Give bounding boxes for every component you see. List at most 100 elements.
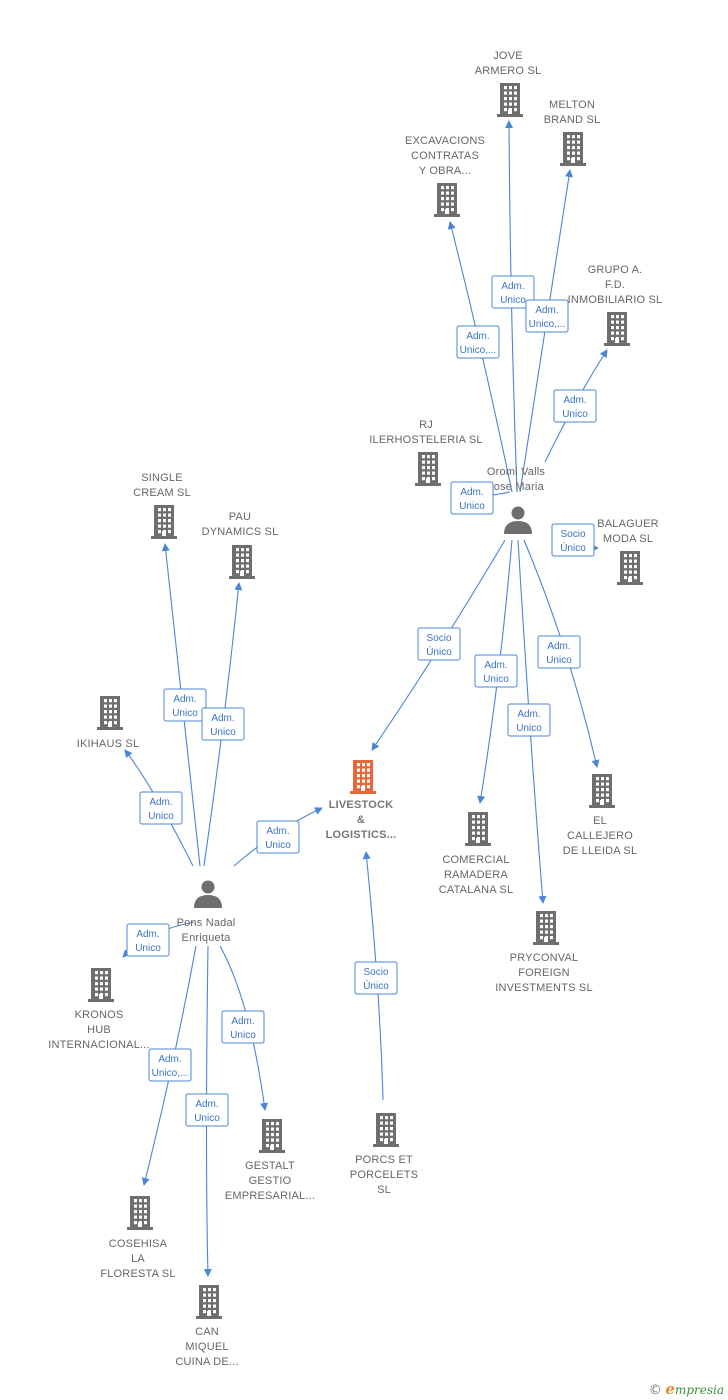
node-label: Enriqueta (182, 932, 232, 944)
edge-label-line: Unico,... (460, 345, 497, 356)
edge-pons-to-canmiquel (203, 945, 212, 1277)
node-label: CAN (195, 1326, 219, 1338)
building-icon (196, 1285, 222, 1319)
node-label: COMERCIAL (442, 854, 509, 866)
building-icon (97, 696, 123, 730)
edge-label[interactable]: Adm.Unico (491, 275, 535, 309)
node-label: SL (377, 1184, 391, 1196)
edge-label-line: Unico (230, 1030, 256, 1041)
building-icon (151, 505, 177, 539)
node-label: LA (131, 1253, 145, 1265)
edge-label-line: Unico (194, 1113, 220, 1124)
edge-label-line: Adm. (195, 1099, 218, 1110)
edge-label-line: Unico (546, 655, 572, 666)
node-label: HUB (87, 1024, 111, 1036)
edge-label-line: Adm. (547, 641, 570, 652)
edge-label-line: Unico (210, 727, 236, 738)
edge-label[interactable]: Adm. Unico,... (525, 299, 569, 333)
node-label: FLORESTA SL (100, 1268, 175, 1280)
edge-label-line: Único (363, 979, 389, 992)
edge-label-line: Unico (500, 295, 526, 306)
node-label: BALAGUER (597, 518, 659, 530)
node-label: IKIHAUS SL (77, 738, 140, 750)
node-label: INTERNACIONAL... (48, 1039, 150, 1051)
building-icon (229, 545, 255, 579)
edge-label-line: Adm. (563, 395, 586, 406)
node-label: DE LLEIDA SL (563, 845, 638, 857)
edge-label[interactable]: Adm.Unico (474, 654, 518, 688)
node-label: Y OBRA... (419, 165, 471, 177)
node-livestock[interactable]: LIVESTOCK&LOGISTICS... (326, 760, 397, 841)
node-grupo[interactable]: GRUPO A.F.D.INMOBILIARIO SL (568, 264, 663, 346)
edge-label[interactable]: Adm.Unico (256, 820, 300, 854)
edge-label-line: Adm. (231, 1016, 254, 1027)
edge-label[interactable]: Adm. Unico (221, 1010, 265, 1044)
node-label: EXCAVACIONS (405, 135, 485, 147)
node-label: CREAM SL (133, 487, 191, 499)
edge-label[interactable]: Adm.Unico (553, 389, 597, 423)
edge-label[interactable]: Adm. Unico (185, 1093, 229, 1127)
edge-label[interactable]: Adm.Unico (126, 923, 170, 957)
node-label: F.D. (605, 279, 625, 291)
edge-label-line: Socio (426, 633, 451, 644)
edge-label-line: Socio (560, 529, 585, 540)
node-ikihaus[interactable]: IKIHAUS SL (77, 696, 140, 750)
edge-label[interactable]: Adm. Unico (537, 635, 581, 669)
node-label: GRUPO A. (588, 264, 643, 276)
edge-label[interactable]: Adm.Unico (450, 481, 494, 515)
edge-label[interactable]: Adm. Unico,... (456, 325, 500, 359)
node-label: DYNAMICS SL (202, 526, 279, 538)
node-label: EMPRESARIAL... (225, 1190, 315, 1202)
node-label: KRONOS (75, 1009, 124, 1021)
edge-label-line: Unico,... (529, 319, 566, 330)
node-label: MODA SL (603, 533, 653, 545)
edge-label-line: Adm. (484, 660, 507, 671)
node-label: PORCS ET (355, 1154, 413, 1166)
node-label: Oromi Valls (487, 466, 546, 478)
edge-label[interactable]: Adm.Unico (139, 791, 183, 825)
edge-label[interactable]: Adm.Unico (163, 688, 207, 722)
edge-label-line: Socio (363, 967, 388, 978)
edge-label[interactable]: Adm.Unico,... (148, 1048, 192, 1082)
node-label: FOREIGN (518, 967, 570, 979)
node-label: ARMERO SL (475, 65, 542, 77)
edge-label[interactable]: Adm.Unico (507, 703, 551, 737)
node-kronos[interactable]: KRONOS HUB INTERNACIONAL... (48, 968, 150, 1051)
edge-labels-layer: Adm.UnicoAdm.Unico,...Adm.Unico,...Adm.U… (126, 275, 597, 1127)
building-icon (373, 1113, 399, 1147)
node-label: CUINA DE... (175, 1356, 238, 1368)
edge-label-line: Adm. (535, 305, 558, 316)
node-label: Pons Nadal (177, 917, 236, 929)
node-label: LOGISTICS... (326, 829, 397, 841)
edge-label-line: Unico (148, 811, 174, 822)
person-icon (194, 880, 222, 908)
edge-label-line: Único (426, 645, 452, 658)
building-icon (465, 812, 491, 846)
building-icon (604, 312, 630, 346)
node-balaguer[interactable]: BALAGUER MODA SL (597, 518, 659, 585)
edge-label-line: Adm. (211, 713, 234, 724)
edge-label-line: Adm. (466, 331, 489, 342)
node-gestalt[interactable]: GESTALTGESTIOEMPRESARIAL... (225, 1119, 315, 1202)
edge-label[interactable]: Adm. Unico (201, 707, 245, 741)
